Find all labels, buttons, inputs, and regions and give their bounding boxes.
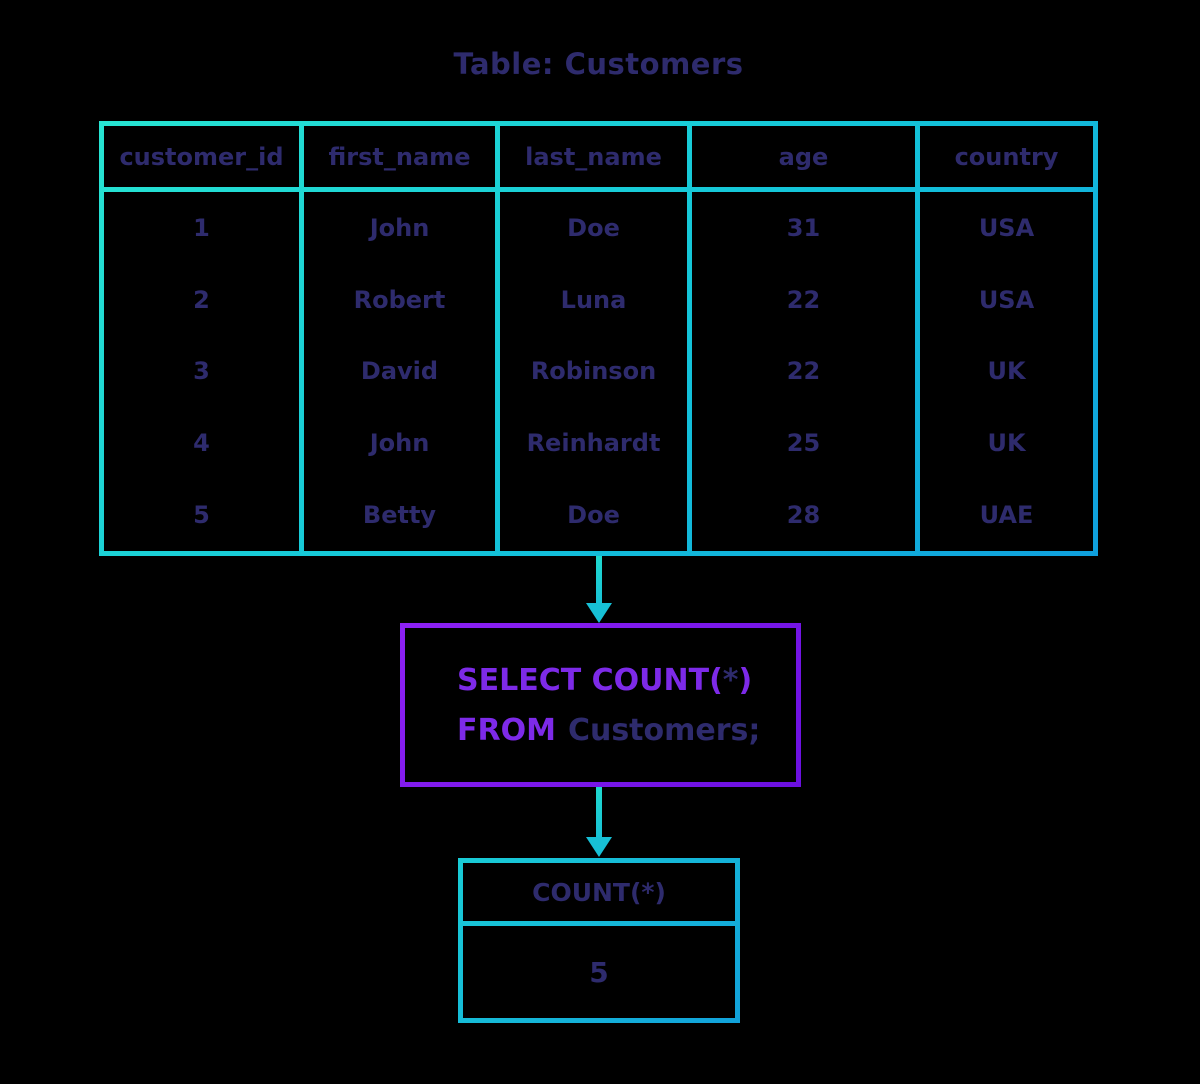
table-cell: 3 bbox=[193, 357, 210, 386]
table-cell: John bbox=[369, 213, 430, 242]
arrow-head bbox=[586, 837, 612, 857]
arrow-table-to-query-icon bbox=[586, 556, 612, 623]
query-line-1: SELECT COUNT(*) bbox=[457, 656, 796, 706]
table-cell: Doe bbox=[567, 501, 620, 530]
table-cell: 1 bbox=[193, 213, 210, 242]
column-header-age: age bbox=[692, 126, 915, 187]
table-cell: Luna bbox=[560, 285, 627, 314]
arrow-shaft bbox=[596, 556, 602, 603]
from-keyword: FROM bbox=[457, 713, 556, 748]
table-cell: 4 bbox=[193, 429, 210, 458]
table-cell: Doe bbox=[567, 213, 620, 242]
close-paren: ) bbox=[738, 663, 753, 698]
column-country: USA USA UK UK UAE bbox=[920, 192, 1093, 551]
arrow-shaft bbox=[596, 787, 602, 837]
table-cell: UAE bbox=[979, 501, 1034, 530]
column-header-country: country bbox=[920, 126, 1093, 187]
column-header-first-name: first_name bbox=[304, 126, 495, 187]
arrow-head bbox=[586, 603, 612, 623]
table-cell: Robinson bbox=[530, 357, 657, 386]
table-title: Table: Customers bbox=[453, 47, 744, 81]
table-cell: UK bbox=[987, 357, 1026, 386]
column-age: 31 22 22 25 28 bbox=[692, 192, 915, 551]
count-star: * bbox=[722, 663, 739, 698]
table-cell: 5 bbox=[193, 501, 210, 530]
sql-query-inner: SELECT COUNT(*) FROM Customers; bbox=[405, 628, 796, 782]
column-header-last-name: last_name bbox=[500, 126, 687, 187]
table-cell: Reinhardt bbox=[526, 429, 661, 458]
column-last-name: Doe Luna Robinson Reinhardt Doe bbox=[500, 192, 687, 551]
table-cell: Robert bbox=[353, 285, 446, 314]
sql-query-box: SELECT COUNT(*) FROM Customers; bbox=[400, 623, 801, 787]
table-cell: David bbox=[360, 357, 439, 386]
table-cell: UK bbox=[987, 429, 1026, 458]
table-cell: 22 bbox=[786, 357, 821, 386]
table-cell: 2 bbox=[193, 285, 210, 314]
table-cell: 31 bbox=[786, 213, 821, 242]
result-value: 5 bbox=[463, 926, 735, 1018]
table-cell: USA bbox=[978, 285, 1035, 314]
result-column-header: COUNT(*) bbox=[463, 863, 735, 921]
table-cell: 25 bbox=[786, 429, 821, 458]
table-cell: USA bbox=[978, 213, 1035, 242]
table-cell: 22 bbox=[786, 285, 821, 314]
column-customer-id: 1 2 3 4 5 bbox=[104, 192, 299, 551]
table-cell: 28 bbox=[786, 501, 821, 530]
table-cell: John bbox=[369, 429, 430, 458]
query-table-name: Customers; bbox=[567, 713, 761, 748]
result-table: COUNT(*) 5 bbox=[458, 858, 740, 1023]
table-cell: Betty bbox=[362, 501, 437, 530]
select-count-keyword: SELECT COUNT( bbox=[457, 663, 723, 698]
customers-table: customer_id first_name last_name age cou… bbox=[99, 121, 1098, 556]
arrow-query-to-result-icon bbox=[586, 787, 612, 857]
query-line-2: FROM Customers; bbox=[457, 706, 796, 756]
column-first-name: John Robert David John Betty bbox=[304, 192, 495, 551]
column-header-customer-id: customer_id bbox=[104, 126, 299, 187]
